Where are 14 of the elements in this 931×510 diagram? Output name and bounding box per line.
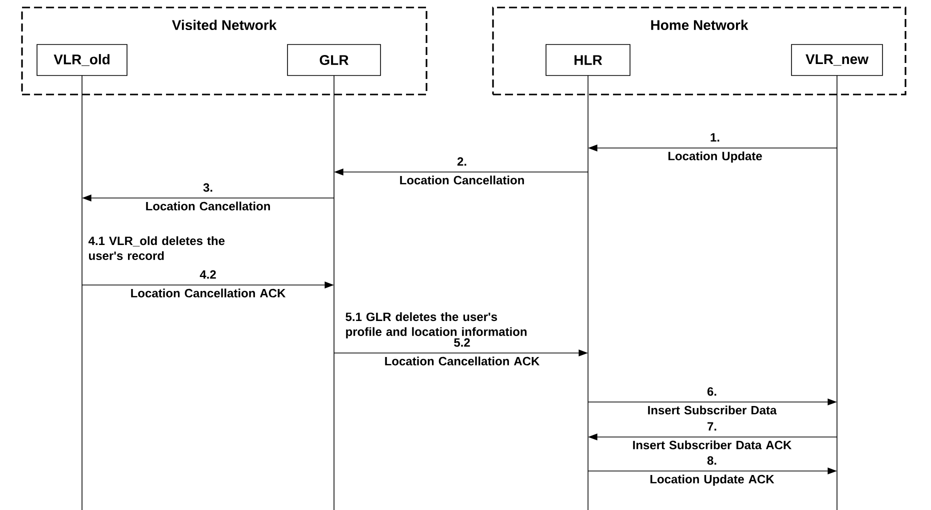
edge-label: 1. Location Update bbox=[668, 133, 762, 163]
entity-box: GLR bbox=[287, 44, 381, 76]
edge-label: 3. Location Cancellation bbox=[146, 183, 270, 210]
edge-label: 6. Insert Subscriber Data bbox=[648, 387, 777, 414]
entity-box: VLR_old bbox=[36, 44, 128, 76]
edge-label: 8. Location Update ACK bbox=[650, 456, 774, 486]
entity-box: HLR bbox=[546, 44, 630, 76]
entity-box: VLR_new bbox=[791, 44, 883, 76]
edge-label: 7. Insert Subscriber Data ACK bbox=[633, 422, 792, 450]
edge-label: 4.2 Location Cancellation ACK bbox=[131, 270, 286, 298]
note-text: 4.1 VLR_old deletes the user's record bbox=[88, 236, 225, 260]
edge-label: 2. Location Cancellation bbox=[400, 157, 524, 184]
note-text: 5.1 GLR deletes the user's profile and location information bbox=[346, 312, 527, 338]
edge-label: 5.2 Location Cancellation ACK bbox=[385, 338, 540, 366]
